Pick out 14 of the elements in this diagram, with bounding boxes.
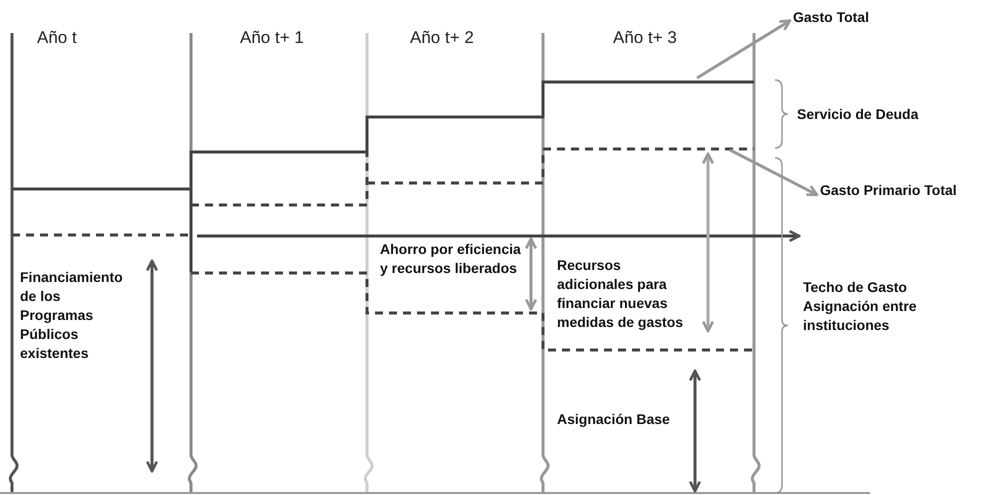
column-heading: Año t+ 2 xyxy=(410,28,474,48)
annotation-text: Techo de Gasto Asignación entre instituciones xyxy=(803,278,918,335)
callout-text: Gasto Primario Total xyxy=(820,181,957,200)
leader-arrow xyxy=(729,148,818,196)
leader-arrow xyxy=(696,19,792,80)
column-heading: Año t xyxy=(37,28,77,48)
column-heading: Año t+ 3 xyxy=(613,28,677,48)
callout-text: Gasto Total xyxy=(793,8,869,27)
annotation-text: Asignación Base xyxy=(557,410,671,429)
annotation-text: Ahorro por eficiencia y recursos liberados xyxy=(380,240,522,278)
annotation-text: Servicio de Deuda xyxy=(797,105,920,124)
annotation-text: Financiamiento de los Programas Públicos existentes xyxy=(20,268,124,363)
column-heading: Año t+ 1 xyxy=(240,28,304,48)
annotation-text: Recursos adicionales para financiar nuevas medidas de gastos xyxy=(557,256,684,332)
